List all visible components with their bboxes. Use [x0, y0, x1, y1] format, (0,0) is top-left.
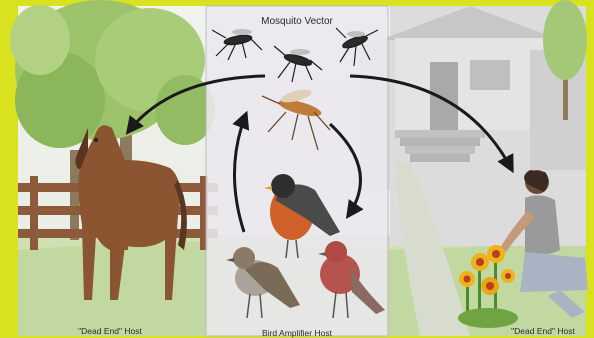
horse-host-label: "Dead End" Host — [78, 326, 142, 336]
bird-host-label: Bird Amplifier Host — [262, 328, 333, 338]
human-host-label: "Dead End" Host — [511, 326, 575, 336]
diagram-title: Mosquito Vector — [261, 16, 333, 27]
